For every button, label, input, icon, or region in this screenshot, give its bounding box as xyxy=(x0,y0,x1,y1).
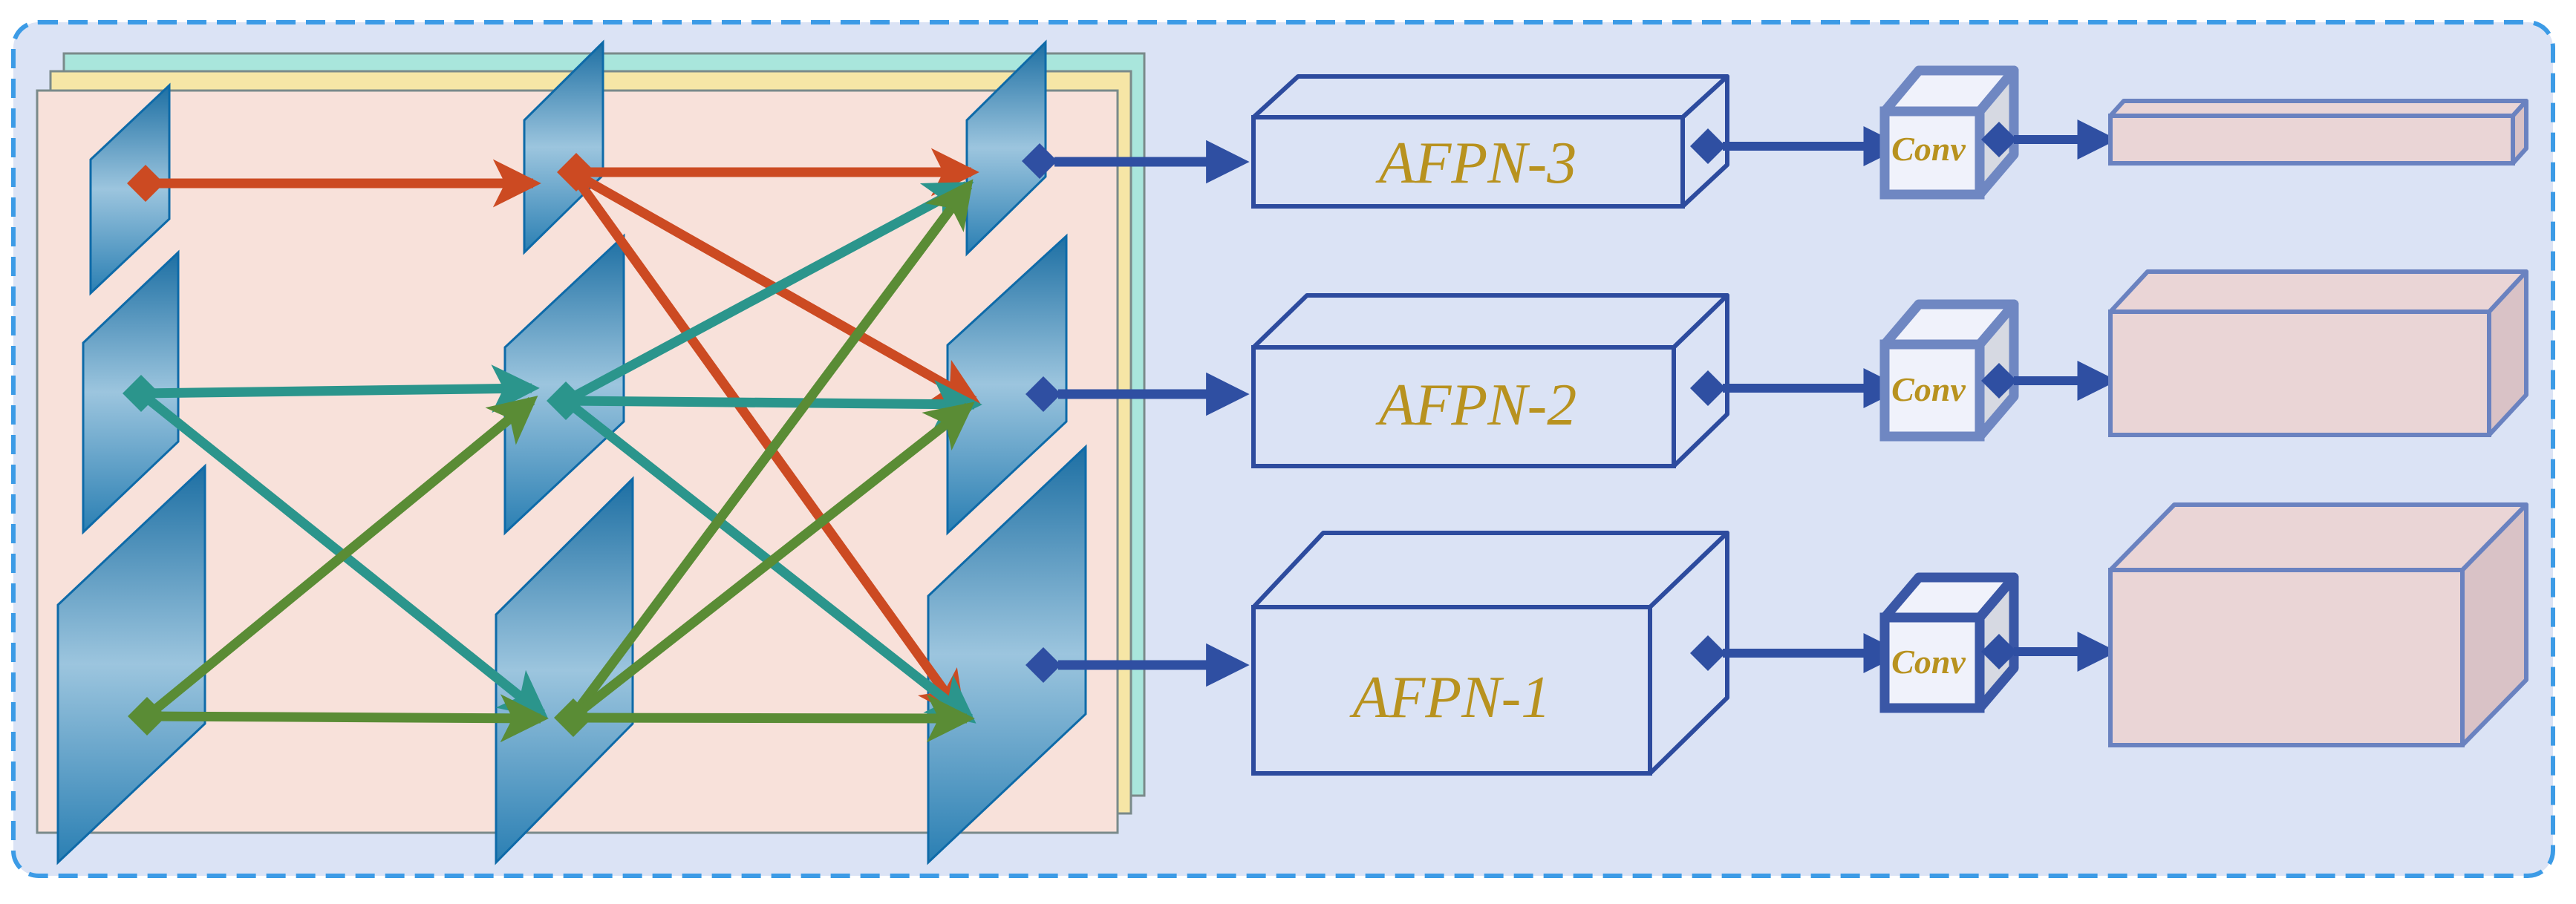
afpn-block-3-label: AFPN-3 xyxy=(1375,131,1577,196)
conv-connectors xyxy=(1690,126,1904,673)
conv-cube-2-front xyxy=(1879,339,1985,442)
arrow-green-4 xyxy=(568,402,975,722)
conv-cube-2: Conv xyxy=(1879,299,2019,442)
conv-connector-node-3 xyxy=(1690,128,1726,164)
arrow-teal-1 xyxy=(140,364,540,413)
head-connector-node-1 xyxy=(1981,634,2017,669)
afpn-block-1-top xyxy=(1251,531,1729,609)
arrow-red-4 xyxy=(567,169,966,721)
arrow-teal-4 xyxy=(565,380,982,429)
plane-col2-bottom xyxy=(495,476,634,865)
afpn-block-3-top xyxy=(1251,74,1729,119)
output-box-2 xyxy=(2108,269,2528,437)
node-red-hub xyxy=(557,153,596,191)
node-teal-src xyxy=(123,375,160,412)
output-box-1-front xyxy=(2108,568,2465,747)
output-box-2-front xyxy=(2108,309,2491,437)
node-green-src xyxy=(128,697,166,736)
output-box-1 xyxy=(2108,502,2528,747)
conv-cube-2-label: Conv xyxy=(1891,370,1966,408)
node-teal-hub xyxy=(547,381,585,420)
fusion-arrows xyxy=(137,148,982,743)
afpn-block-1-label: AFPN-1 xyxy=(1349,665,1551,730)
fusion-nodes xyxy=(123,153,596,737)
plane-col1-top xyxy=(89,82,171,296)
arrow-teal-3 xyxy=(563,181,974,405)
conv-cube-1-label: Conv xyxy=(1891,643,1966,681)
conv-cube-1-front xyxy=(1879,612,1985,713)
connector-node-2 xyxy=(1025,376,1061,412)
output-connectors xyxy=(1022,140,1250,687)
afpn-block-2: AFPN-2 xyxy=(1251,293,1729,468)
output-box-1-top xyxy=(2108,502,2528,572)
conv-cube-3-label: Conv xyxy=(1891,130,1966,168)
arrow-green-3 xyxy=(567,179,974,721)
arrow-green-1 xyxy=(146,694,549,743)
afpn-block-3-front xyxy=(1251,115,1685,209)
plane-col1-bottom xyxy=(56,463,206,865)
head-connector-node-2 xyxy=(1981,363,2017,399)
conv-connector-node-1 xyxy=(1690,635,1726,671)
node-green-hub xyxy=(554,698,593,737)
connector-node-1 xyxy=(1025,647,1061,683)
afpn-block-3: AFPN-3 xyxy=(1251,74,1729,209)
connector-node-3 xyxy=(1022,143,1057,179)
node-red-src xyxy=(127,165,164,202)
output-box-3-front xyxy=(2108,114,2515,166)
plane-col3-bottom xyxy=(927,444,1087,865)
conv-connector-node-2 xyxy=(1690,370,1726,406)
plane-col3-mid xyxy=(946,233,1068,536)
afpn-block-1-front xyxy=(1251,605,1652,776)
afpn-block-1: AFPN-1 xyxy=(1251,531,1729,776)
output-box-2-top xyxy=(2108,269,2528,314)
afpn-block-2-front xyxy=(1251,345,1676,468)
output-box-3 xyxy=(2108,99,2528,166)
afpn-block-2-top xyxy=(1251,293,1729,350)
head-connector-node-3 xyxy=(1981,122,2017,157)
conv-cube-3-front xyxy=(1879,106,1985,200)
arrow-green-2 xyxy=(143,396,538,721)
afpn-block-2-label: AFPN-2 xyxy=(1375,373,1577,438)
output-head-connectors xyxy=(1981,119,2118,672)
